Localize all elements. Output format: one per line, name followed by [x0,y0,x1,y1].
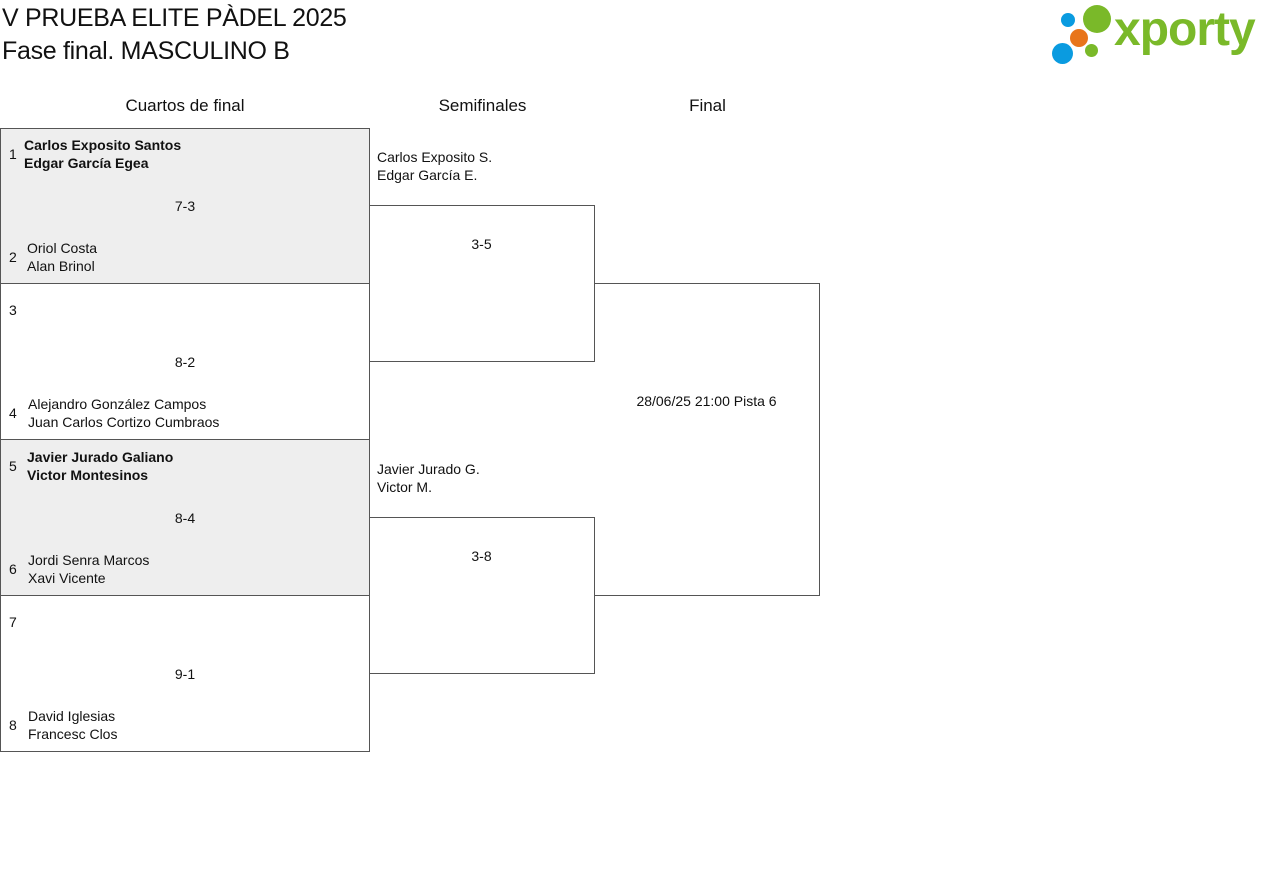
match-score: 9-1 [174,666,196,682]
semifinal-team-2[interactable]: Javier Jurado G. Victor M. [377,460,480,496]
logo-wordmark: xporty [1114,3,1256,56]
xporty-logo: xporty [1050,2,1276,68]
team-loser[interactable]: Oriol Costa Alan Brinol [27,239,97,275]
match-score: 8-4 [174,510,196,526]
seed-number: 4 [9,405,17,421]
seed-number: 2 [9,249,17,265]
quarterfinal-match-4[interactable]: 7 9-1 8 David Iglesias Francesc Clos [0,595,370,752]
final-schedule: 28/06/25 21:00 Pista 6 [636,393,777,409]
quarterfinal-match-1[interactable]: 1 Carlos Exposito Santos Edgar García Eg… [0,128,370,285]
logo-dot-blue-large [1052,43,1073,64]
player-name: Francesc Clos [28,726,118,742]
final-match[interactable] [594,283,820,596]
player-name: Victor M. [377,479,432,495]
logo-dot-orange [1070,29,1088,47]
seed-number: 5 [9,458,17,474]
player-name: Javier Jurado G. [377,461,480,477]
player-name: Xavi Vicente [28,570,106,586]
team-loser[interactable]: Alejandro González Campos Juan Carlos Co… [28,395,219,431]
team-loser[interactable]: Jordi Senra Marcos Xavi Vicente [28,551,149,587]
seed-number: 6 [9,561,17,577]
semifinal-team-1[interactable]: Carlos Exposito S. Edgar García E. [377,148,492,184]
page-subtitle: Fase final. MASCULINO B [2,37,290,65]
column-quarterfinals: Cuartos de final [125,96,245,115]
match-score: 8-2 [174,354,196,370]
page-title: V PRUEBA ELITE PÀDEL 2025 [2,4,347,32]
semifinal-match-2[interactable] [369,517,595,674]
semifinal-score-2: 3-8 [471,548,492,564]
match-score: 7-3 [174,198,196,214]
player-name: Alan Brinol [27,258,95,274]
semifinal-match-1[interactable] [369,205,595,362]
player-name: Carlos Exposito Santos [24,137,182,153]
seed-number: 7 [9,614,17,630]
quarterfinal-match-3[interactable]: 5 Javier Jurado Galiano Victor Montesino… [0,439,370,596]
team-loser[interactable]: David Iglesias Francesc Clos [28,707,117,743]
seed-number: 8 [9,717,17,733]
semifinal-score-1: 3-5 [471,236,492,252]
player-name: Alejandro González Campos [28,396,207,412]
logo-dot-green [1083,5,1111,33]
player-name: David Iglesias [28,708,116,724]
player-name: Edgar García E. [377,167,478,183]
quarterfinal-match-2[interactable]: 3 8-2 4 Alejandro González Campos Juan C… [0,283,370,440]
player-name: Victor Montesinos [27,467,149,483]
seed-number: 1 [9,146,17,162]
logo-dot-blue-small [1061,13,1075,27]
player-name: Jordi Senra Marcos [28,552,150,568]
column-final: Final [689,96,726,115]
team-winner[interactable]: Javier Jurado Galiano Victor Montesinos [27,448,173,484]
player-name: Oriol Costa [27,240,98,256]
logo-dot-green-small [1085,44,1098,57]
player-name: Juan Carlos Cortizo Cumbraos [28,414,220,430]
seed-number: 3 [9,302,17,318]
player-name: Carlos Exposito S. [377,149,493,165]
column-semifinals: Semifinales [438,96,527,115]
player-name: Edgar García Egea [24,155,149,171]
team-winner[interactable]: Carlos Exposito Santos Edgar García Egea [24,136,181,172]
player-name: Javier Jurado Galiano [27,449,174,465]
